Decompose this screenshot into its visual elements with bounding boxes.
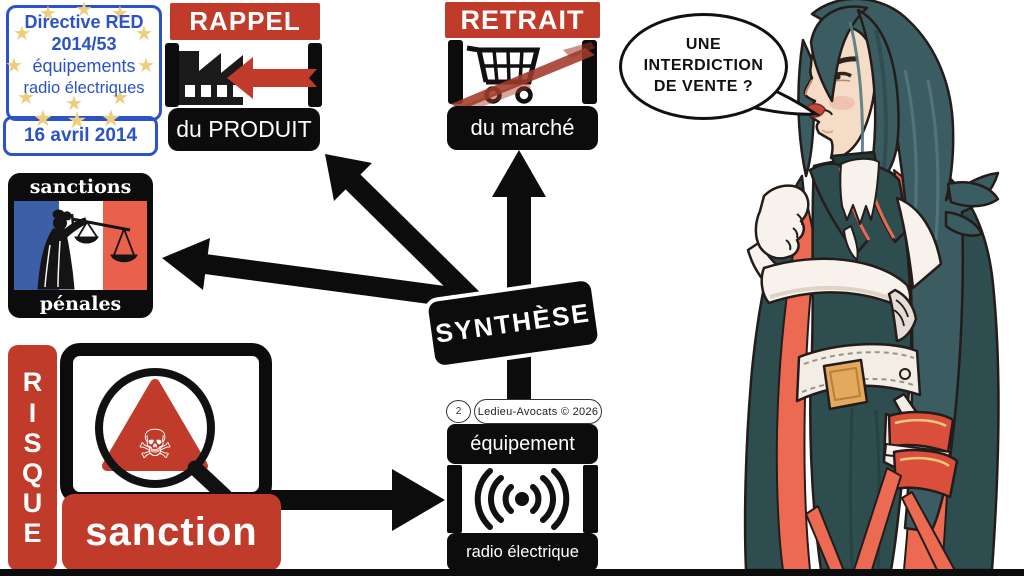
eu-star-icon: ★ (17, 87, 35, 109)
directive-date: 16 avril 2014 (23, 125, 138, 146)
risque-letter: I (28, 397, 37, 428)
retrait-box: RETRAIT du marché (445, 2, 600, 152)
retrait-subtitle: du marché (447, 106, 598, 150)
eu-star-icon: ★ (65, 93, 83, 115)
sanction-box: sanction (62, 494, 281, 571)
eu-star-icon: ★ (5, 55, 23, 77)
arrowhead-to-sanctions (162, 238, 210, 290)
bubble-line2: INTERDICTION (643, 57, 764, 75)
flag-red-stripe (103, 201, 147, 290)
eu-star-icon: ★ (13, 23, 31, 45)
bottom-border-bar (0, 569, 1024, 576)
arrowhead-to-retrait (492, 150, 546, 197)
magnifier-handle (187, 460, 233, 504)
equipement-label: équipement (447, 424, 598, 464)
page-number-badge: 2 (446, 400, 471, 423)
red-strike-icon (451, 42, 595, 108)
speech-bubble: UNE INTERDICTION DE VENTE ? (619, 13, 788, 120)
risque-vertical-label: R I S Q U E (8, 345, 57, 571)
directive-red-box: ★ ★ ★ ★ ★ ★ ★ ★ ★ ★ Directive RED 2014/5… (5, 0, 162, 121)
bubble-line1: UNE (685, 36, 722, 54)
sanctions-label: sanctions (8, 173, 153, 201)
character-pouches (882, 410, 959, 499)
arrow-to-rappel (342, 171, 486, 313)
eu-star-icon: ★ (111, 3, 129, 25)
credit-badge: Ledieu-Avocats © 2026 (474, 399, 602, 424)
arrowhead-to-rappel (325, 154, 372, 201)
skull-crossbones-icon: ☠ (137, 422, 173, 468)
sanction-label: sanction (85, 510, 258, 554)
character-leg-straps (805, 467, 959, 576)
magnifier-lens (95, 368, 215, 488)
arrowhead-to-equipement (392, 469, 445, 531)
comic-character (743, 0, 1000, 576)
credit-text: Ledieu-Avocats © 2026 (477, 405, 599, 418)
risque-letter: E (23, 518, 42, 549)
eu-star-icon: ★ (137, 55, 155, 77)
cart-crossed-icon (448, 40, 597, 108)
eu-star-icon: ★ (102, 108, 120, 130)
radio-electrique-label: radio électrique (447, 533, 598, 571)
french-flag-icon (14, 201, 147, 290)
eu-star-icon: ★ (135, 23, 153, 45)
directive-title-line1: Directive RED (24, 12, 144, 32)
directive-title-line4: radio électriques (23, 78, 145, 97)
radio-waves-icon (447, 465, 598, 533)
penales-label: pénales (8, 290, 153, 318)
equipement-radio-box: équipement radio électrique (447, 424, 598, 571)
rappel-box: RAPPEL du PRODUIT (165, 3, 322, 153)
justice-scales-icon (37, 209, 138, 290)
eu-star-icon: ★ (68, 110, 86, 132)
risque-letter: Q (21, 458, 43, 488)
synthese-text: SYNTHÈSE (433, 296, 593, 349)
risque-letter: S (23, 427, 42, 458)
magnifier-icon: ☠ (95, 368, 233, 504)
retrait-title: RETRAIT (445, 2, 600, 38)
risque-letter: U (22, 488, 43, 519)
bubble-line3: DE VENTE ? (653, 77, 754, 95)
directive-title-line2: 2014/53 (51, 33, 117, 54)
eu-star-icon: ★ (34, 108, 52, 130)
arrow-to-equipement (252, 490, 395, 510)
factory-recall-icon (165, 43, 322, 107)
rappel-title: RAPPEL (170, 3, 320, 40)
character-arms (746, 184, 943, 343)
eu-star-icon: ★ (75, 0, 93, 21)
arrow-to-sanctions (203, 254, 454, 307)
page-number: 2 (455, 406, 462, 417)
warning-skull-triangle-icon (102, 379, 208, 471)
recall-left-arrow-icon (227, 57, 317, 99)
eu-star-icon: ★ (39, 3, 57, 25)
risque-letter: R (22, 367, 43, 398)
directive-date-box: ★ ★ ★ 16 avril 2014 (3, 109, 158, 156)
character-jabot (839, 157, 880, 261)
belt-buckle (822, 358, 869, 411)
sanctions-penales-box: sanctions (8, 173, 153, 318)
rappel-subtitle: du PRODUIT (168, 108, 320, 151)
risk-analysis-frame: ☠ (60, 343, 272, 505)
character-bangs (809, 5, 900, 180)
eu-star-icon: ★ (111, 87, 129, 109)
directive-title-line3: équipements (32, 55, 136, 76)
